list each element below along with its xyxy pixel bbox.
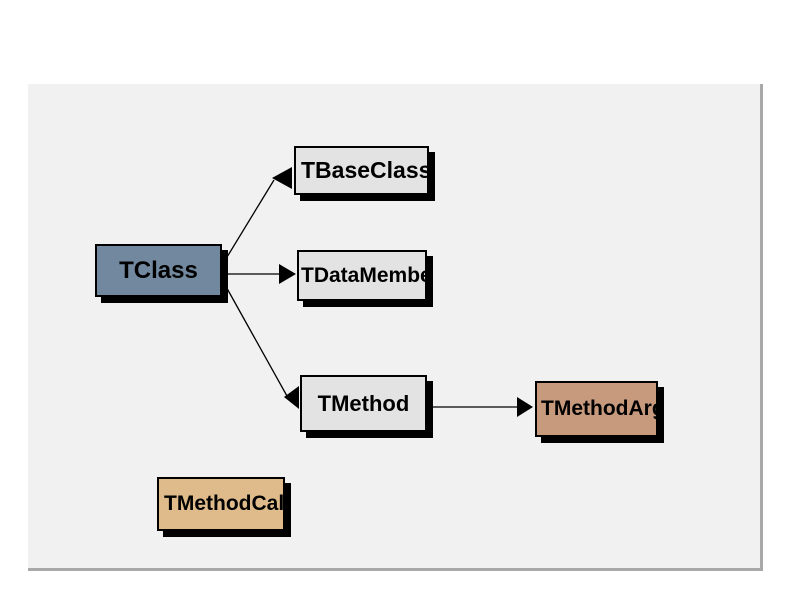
node-tdatamember[interactable]: TDataMember (297, 250, 427, 301)
node-tmethodarg[interactable]: TMethodArg (535, 381, 658, 437)
node-tmethodcall-label: TMethodCall (164, 492, 285, 515)
node-tmethod-label: TMethod (317, 390, 410, 416)
node-tclass-label: TClass (119, 256, 198, 284)
node-tmethodarg-label: TMethodArg (541, 397, 658, 420)
node-tdatamember-label: TDataMember (301, 263, 427, 287)
node-tbaseclass[interactable]: TBaseClass (294, 146, 429, 195)
node-tbaseclass-label: TBaseClass (301, 157, 429, 183)
node-tclass[interactable]: TClass (95, 244, 222, 297)
node-tmethod[interactable]: TMethod (300, 375, 427, 432)
node-tmethodcall[interactable]: TMethodCall (157, 477, 285, 531)
